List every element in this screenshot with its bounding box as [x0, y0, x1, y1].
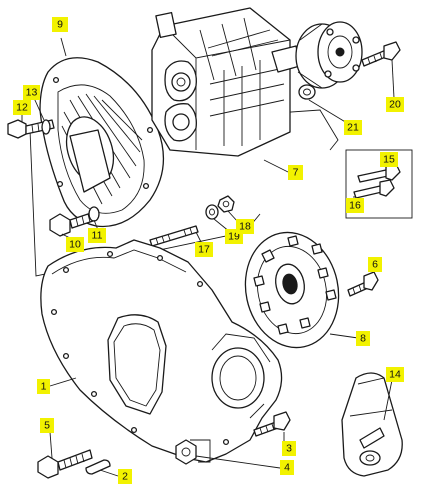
bolt-20 — [361, 41, 401, 67]
fixings-bag — [341, 372, 403, 477]
callout-6-text: 6 — [372, 259, 378, 271]
washer-11 — [88, 206, 100, 222]
callout-4-text: 4 — [284, 462, 290, 474]
dowel-pin-2 — [85, 459, 111, 475]
callout-19-text: 19 — [228, 231, 240, 243]
callout-14-text: 14 — [389, 369, 401, 381]
callout-1: 1 — [37, 379, 50, 394]
coupling-flange — [295, 21, 363, 89]
callout-13-text: 13 — [26, 87, 38, 99]
callout-8-text: 8 — [360, 333, 366, 345]
leader-lines — [21, 37, 395, 477]
nut-21 — [298, 84, 316, 100]
callout-18-text: 18 — [239, 221, 251, 233]
bolt-kit-box — [345, 149, 413, 219]
callout-7-text: 7 — [293, 167, 299, 179]
nut-18 — [217, 195, 235, 213]
callout-16-text: 16 — [349, 200, 361, 212]
callout-11: 11 — [88, 228, 106, 243]
callout-17: 17 — [195, 242, 213, 257]
callout-5-text: 5 — [44, 420, 50, 432]
callout-15-text: 15 — [383, 154, 395, 166]
washer-13 — [41, 119, 51, 135]
callout-17-text: 17 — [198, 244, 210, 256]
callout-9-text: 9 — [57, 19, 63, 31]
nut-4 — [175, 439, 211, 465]
callout-9: 9 — [52, 17, 68, 32]
callout-2: 2 — [118, 469, 132, 484]
callout-16: 16 — [346, 198, 364, 213]
callout-8: 8 — [356, 331, 370, 346]
callout-21: 21 — [344, 120, 362, 135]
damper-plate — [244, 231, 340, 349]
washer-19 — [205, 204, 219, 220]
bolt-5 — [37, 449, 93, 479]
callout-7: 7 — [288, 165, 303, 180]
callout-10: 10 — [66, 237, 84, 252]
bell-housing-plate — [40, 239, 283, 463]
adapter-housing — [39, 57, 164, 228]
callout-6: 6 — [368, 257, 382, 272]
bolt-3 — [253, 411, 291, 437]
callout-3: 3 — [282, 441, 296, 456]
callout-21-text: 21 — [347, 122, 359, 134]
callout-12: 12 — [13, 100, 31, 115]
callout-20: 20 — [386, 97, 404, 112]
bolt-6 — [347, 271, 379, 297]
callout-11-text: 11 — [92, 230, 103, 242]
bolt-10 — [49, 211, 97, 237]
callout-5: 5 — [40, 418, 54, 433]
callout-13: 13 — [23, 85, 40, 100]
stud-17 — [149, 225, 199, 247]
callout-10-text: 10 — [69, 239, 81, 251]
callout-15: 15 — [380, 152, 398, 167]
callout-18: 18 — [236, 219, 254, 234]
callout-20-text: 20 — [389, 99, 401, 111]
gearbox — [151, 7, 301, 157]
callout-14: 14 — [386, 367, 404, 382]
callout-3-text: 3 — [286, 443, 292, 455]
callout-12-text: 12 — [16, 102, 28, 114]
callout-1-text: 1 — [41, 381, 47, 393]
callout-4: 4 — [280, 460, 294, 475]
callout-2-text: 2 — [122, 471, 128, 483]
